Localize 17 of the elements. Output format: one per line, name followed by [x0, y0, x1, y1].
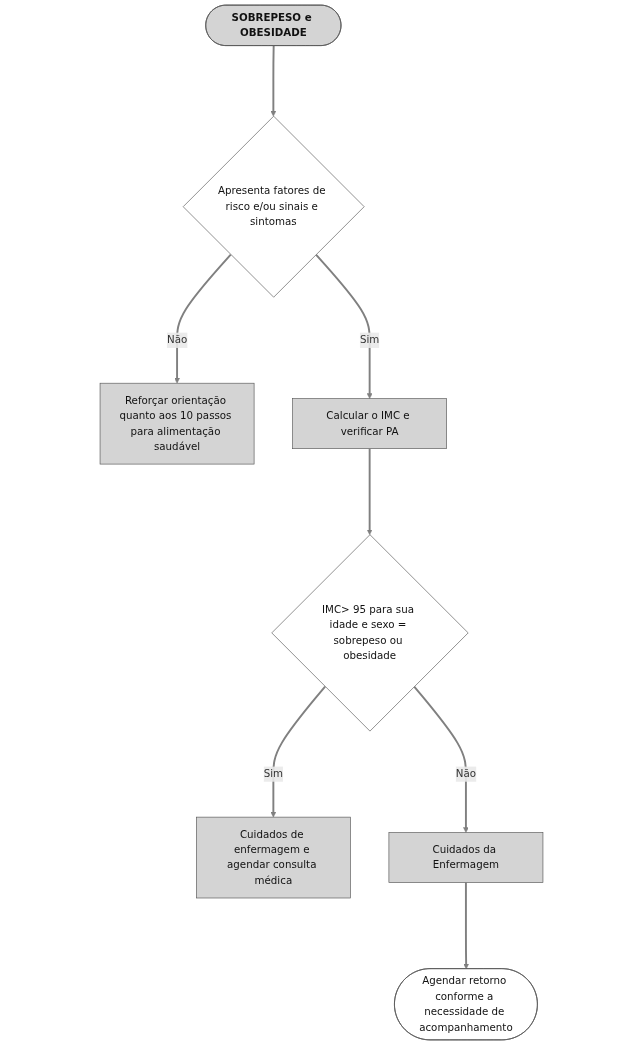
node-box: Calcular o IMC e verificar PA [292, 398, 447, 449]
arrow [270, 685, 327, 818]
node-box: Reforçar orientação quanto aos 10 passos para alimentação saudável [99, 382, 255, 465]
node-box: Cuidados de enfermagem e agendar consulta médica [196, 816, 351, 899]
edge-label: Sim [359, 333, 380, 346]
node-box: Cuidados da Enfermagem [388, 832, 544, 883]
arrow [413, 685, 469, 833]
edge-label: Não [166, 333, 188, 346]
arrow [174, 253, 232, 384]
node-diamond: IMC> 95 para sua idade e sexo = sobrepeso ou obesidade [271, 534, 469, 732]
edge-label: Não [455, 767, 477, 780]
arrow [315, 253, 373, 399]
edge-label: Sim [263, 767, 284, 780]
arrow [463, 881, 469, 970]
node-diamond: Apresenta fatores de risco e/ou sinais e sintomas [182, 115, 365, 298]
arrow [270, 44, 277, 117]
arrow [366, 447, 373, 535]
